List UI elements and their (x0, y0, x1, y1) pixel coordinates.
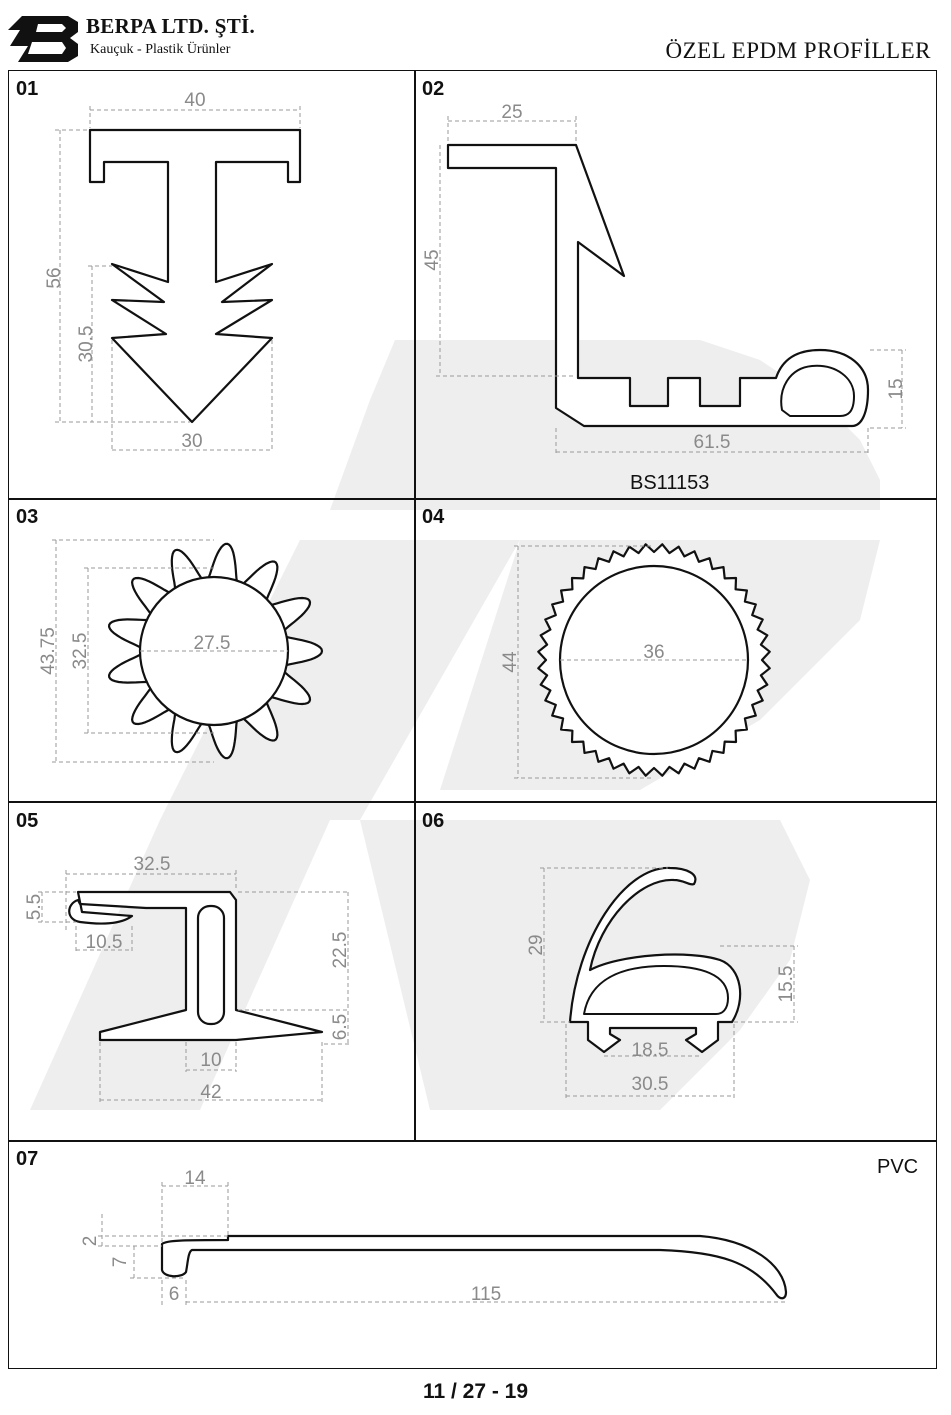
profile-number: 02 (422, 78, 445, 100)
dim-text: 5.5 (24, 894, 45, 920)
dim-text: 10 (200, 1050, 221, 1071)
profile-number: 04 (422, 506, 445, 528)
dim-text: 25 (501, 102, 522, 123)
dim-text: 36 (643, 642, 664, 663)
divider (8, 498, 937, 500)
document-title: ÖZEL EPDM PROFİLLER (665, 38, 931, 63)
dim-text: 18.5 (632, 1040, 669, 1061)
dim-text: 32.5 (70, 633, 91, 670)
dim-text: 30.5 (76, 326, 97, 363)
profile-03 (52, 539, 324, 763)
divider (8, 801, 937, 803)
profile-04 (514, 543, 771, 779)
profile-05 (38, 870, 352, 1102)
material-label: PVC (877, 1156, 919, 1178)
dim-text: 115 (471, 1284, 501, 1305)
dim-text: 6 (169, 1284, 180, 1305)
dim-text: 6.5 (330, 1014, 351, 1040)
divider (8, 1140, 937, 1142)
company-name: BERPA LTD. ŞTİ. (86, 14, 256, 38)
profile-number: 03 (16, 506, 39, 528)
dim-text: 32.5 (134, 854, 171, 875)
dim-text: 56 (44, 267, 65, 288)
dim-text: 14 (184, 1168, 206, 1189)
profile-01 (55, 106, 302, 452)
dim-text: 10.5 (86, 932, 123, 953)
profile-07 (98, 1182, 788, 1306)
catalog-frame (8, 70, 937, 1369)
dim-text: 44 (500, 651, 521, 673)
dim-text: 30.5 (632, 1074, 669, 1095)
page-number: 11 / 27 - 19 (422, 1380, 529, 1403)
profile-02 (436, 116, 906, 455)
dim-text: 2 (80, 1236, 101, 1247)
profile-number: 06 (422, 810, 445, 832)
dim-text: 15 (886, 378, 907, 399)
dimension-labels: 40 56 30.5 30 25 45 15 61.5 43.75 32.5 2… (24, 90, 907, 1305)
dim-text: 15.5 (776, 966, 797, 1003)
dim-text: 42 (200, 1082, 221, 1103)
dim-text: 30 (181, 431, 202, 452)
company-tagline: Kauçuk - Plastik Ürünler (90, 42, 231, 57)
profile-number: 01 (16, 78, 39, 100)
divider (414, 70, 416, 1141)
dim-text: 22.5 (330, 932, 351, 969)
profile-number: 05 (16, 810, 39, 832)
dim-text: 7 (110, 1257, 131, 1268)
dim-text: 40 (184, 90, 205, 111)
profile-standard-label: BS11153 (630, 472, 710, 494)
dim-text: 27.5 (194, 633, 231, 654)
profile-number: 07 (16, 1148, 39, 1170)
berpa-logo (8, 16, 78, 62)
dim-text: 45 (422, 249, 443, 270)
dim-text: 29 (526, 934, 547, 955)
profile-06 (540, 866, 798, 1098)
dim-text: 61.5 (694, 432, 731, 453)
dim-text: 43.75 (38, 627, 59, 675)
